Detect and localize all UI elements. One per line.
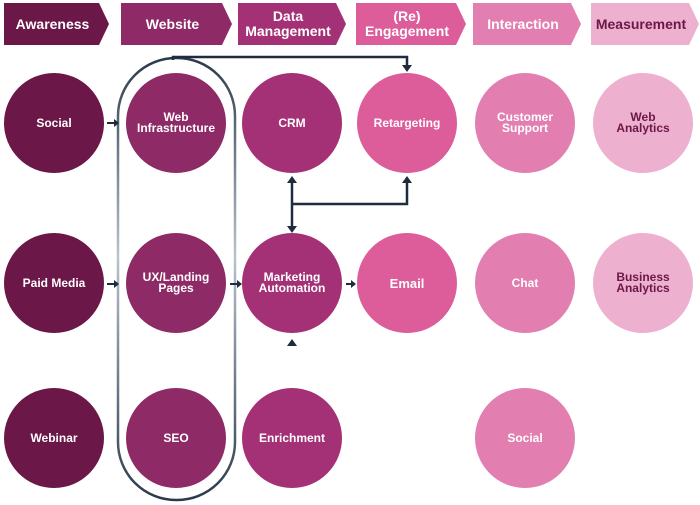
- node-web-infrastructure: Web Infrastructure: [126, 73, 226, 173]
- node-business-analytics-label: Business Analytics: [616, 270, 670, 295]
- node-seo: SEO: [126, 388, 226, 488]
- node-marketing-automation: Marketing Automation: [242, 233, 342, 333]
- node-social-label: Social: [36, 115, 72, 130]
- node-web-infrastructure-label: Web Infrastructure: [136, 110, 216, 135]
- arrowhead-web-infrastructure: [114, 119, 119, 127]
- node-web-analytics-label: Web Analytics: [616, 110, 670, 135]
- node-crm-label: CRM: [278, 115, 306, 130]
- header-data-management-label: Data Management: [245, 8, 331, 39]
- header-interaction-label: Interaction: [487, 15, 559, 32]
- header-data-management: Data Management: [238, 3, 346, 45]
- node-paid-media: Paid Media: [4, 233, 104, 333]
- node-retargeting: Retargeting: [357, 73, 457, 173]
- node-retargeting-label: Retargeting: [373, 115, 441, 130]
- node-web-analytics: Web Analytics: [593, 73, 693, 173]
- arrowhead-marketing-automation: [237, 280, 242, 288]
- node-email: Email: [357, 233, 457, 333]
- header-measurement: Measurement: [591, 3, 699, 45]
- node-crm: CRM: [242, 73, 342, 173]
- node-enrichment: Enrichment: [242, 388, 342, 488]
- arrowhead-ux-landing: [114, 280, 119, 288]
- connector-top-to-retargeting: [171, 55, 409, 66]
- arrowhead-email: [351, 280, 356, 288]
- header-re-engagement: (Re) Engagement: [356, 3, 466, 45]
- header-measurement-label: Measurement: [595, 15, 687, 32]
- arrowhead-crm: [287, 176, 297, 183]
- node-business-analytics: Business Analytics: [593, 233, 693, 333]
- header-awareness: Awareness: [4, 3, 109, 45]
- node-customer-support-label: Customer Support: [496, 110, 553, 135]
- node-interaction-social-label: Social: [507, 430, 543, 445]
- node-webinar: Webinar: [4, 388, 104, 488]
- arrowhead-retargeting-bottom: [402, 176, 412, 183]
- node-interaction-social: Social: [475, 388, 575, 488]
- header-awareness-label: Awareness: [15, 15, 90, 32]
- node-chat-label: Chat: [511, 275, 539, 290]
- node-seo-label: SEO: [163, 430, 189, 445]
- header-interaction: Interaction: [473, 3, 581, 45]
- header-website: Website: [121, 3, 232, 45]
- header-website-label: Website: [145, 15, 200, 32]
- node-webinar-label: Webinar: [30, 430, 78, 445]
- node-enrichment-label: Enrichment: [258, 430, 325, 445]
- node-chat: Chat: [475, 233, 575, 333]
- arrowhead-retargeting-top: [402, 65, 412, 72]
- node-email-label: Email: [389, 275, 425, 291]
- arrowhead-automation-from-crm: [287, 226, 297, 233]
- node-ux-landing-pages-label: UX/Landing Pages: [142, 270, 210, 295]
- arrowhead-automation-from-enrichment: [287, 339, 297, 346]
- node-marketing-automation-label: Marketing Automation: [258, 270, 326, 295]
- node-social: Social: [4, 73, 104, 173]
- header-re-engagement-label: (Re) Engagement: [364, 8, 449, 39]
- node-paid-media-label: Paid Media: [22, 275, 86, 290]
- node-customer-support: Customer Support: [475, 73, 575, 173]
- node-ux-landing-pages: UX/Landing Pages: [126, 233, 226, 333]
- connector-branch-retargeting: [292, 181, 409, 206]
